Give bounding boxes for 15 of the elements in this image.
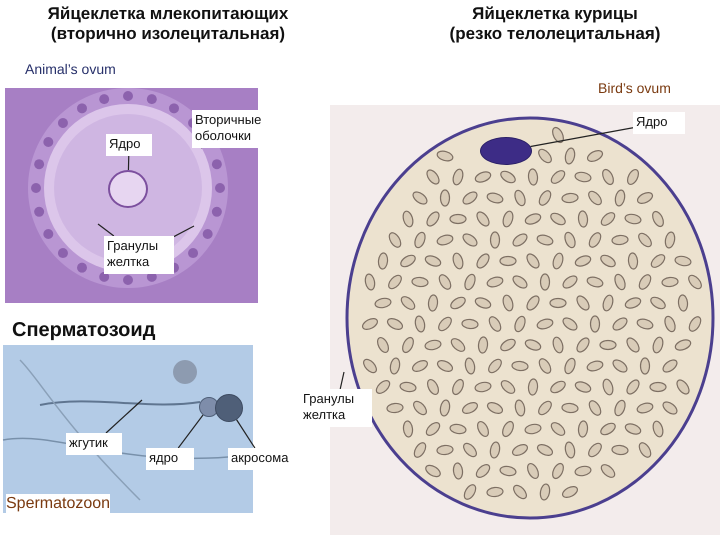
leader-line [236, 419, 256, 448]
callout-label: Гранулы желтка [300, 389, 372, 427]
leader-line [178, 414, 204, 448]
callout-label: Ядро [106, 134, 152, 156]
leader-line [106, 400, 142, 434]
leader-line [530, 127, 634, 148]
leader-line [340, 372, 345, 390]
caption: Spermatozoon [6, 494, 110, 514]
callout-label: Гранулы желтка [104, 236, 174, 274]
callout-label: жгутик [66, 433, 122, 455]
callout-label: ядро [146, 448, 194, 470]
leader-line [128, 156, 130, 170]
leader-line [98, 224, 114, 236]
leader-line [174, 225, 194, 238]
callout-label: Ядро [633, 112, 685, 134]
